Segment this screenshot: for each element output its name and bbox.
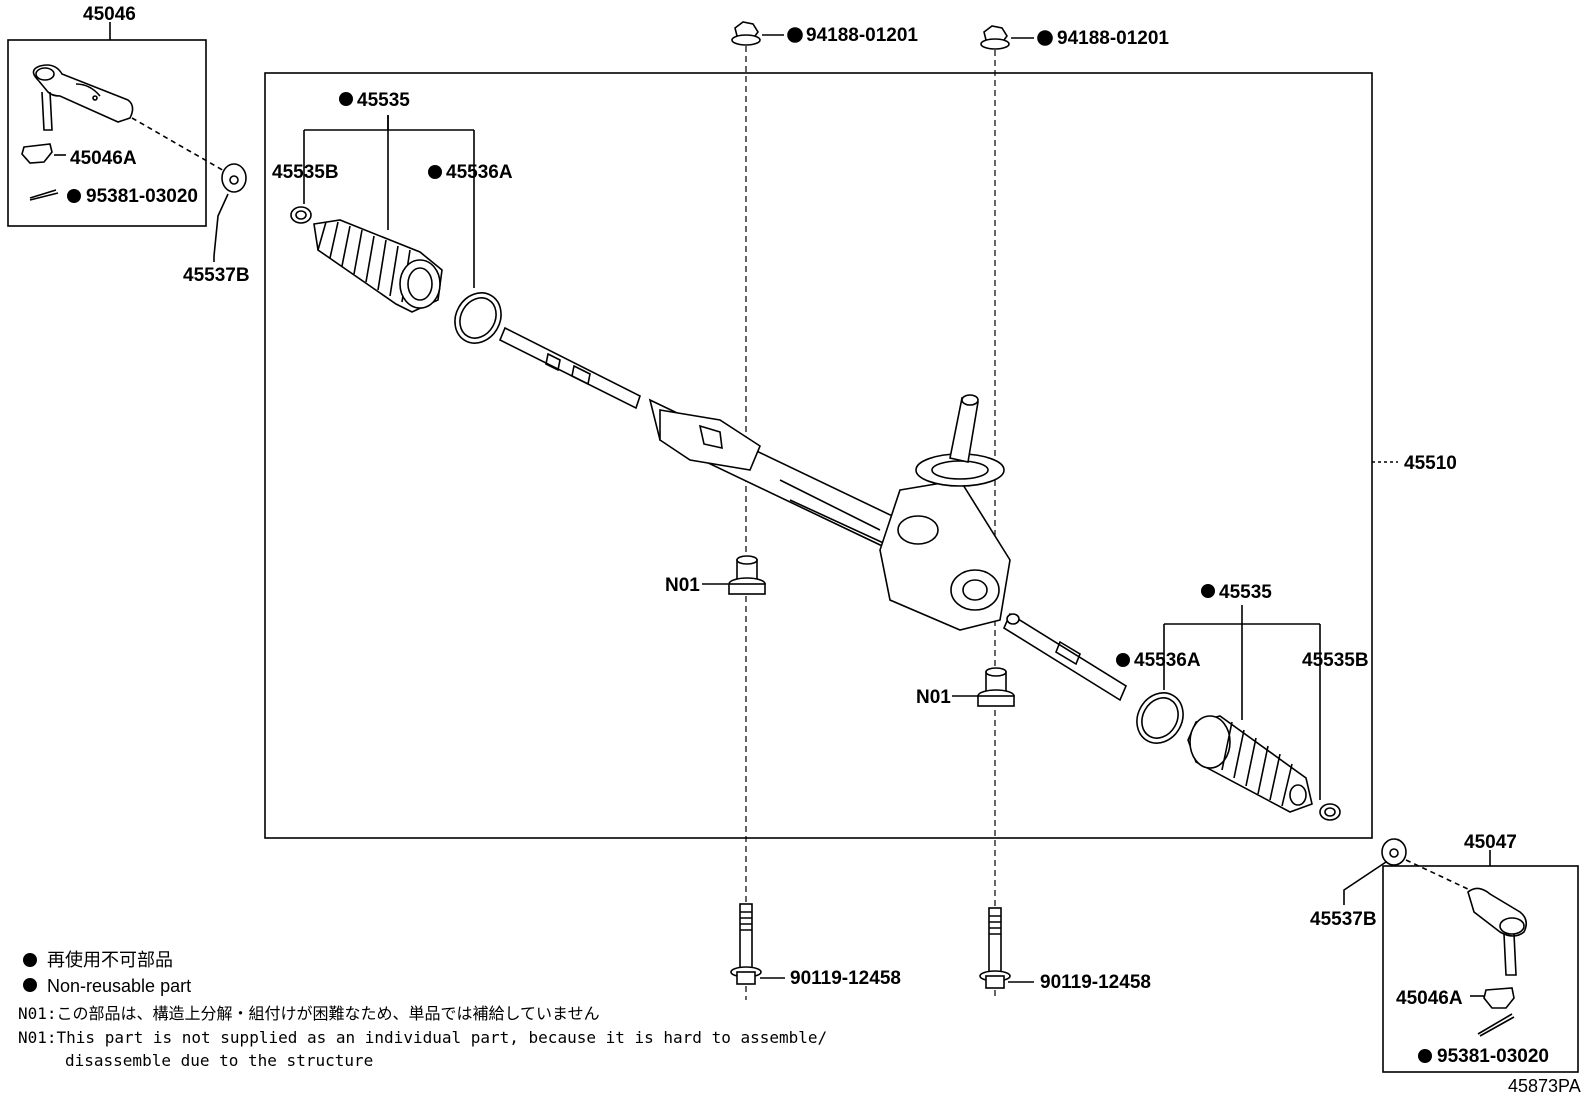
label-45046a-right: 45046A: [1396, 988, 1463, 1009]
flange-nut-a-icon[interactable]: [731, 21, 803, 46]
clamp-45535b-left-icon[interactable]: [290, 206, 312, 224]
label-45046: 45046: [83, 4, 136, 25]
cotter-pin-left-icon[interactable]: [29, 189, 59, 201]
flange-nut-b-icon[interactable]: [980, 25, 1053, 50]
label-45535b-left: 45535B: [272, 162, 339, 183]
label-95381-left: 95381-03020: [86, 186, 198, 207]
label-45535b-right: 45535B: [1302, 650, 1369, 671]
steering-rack-icon[interactable]: [498, 326, 1128, 702]
bushing-n01-left-icon[interactable]: [702, 555, 766, 595]
legend-en: Non-reusable part: [47, 976, 191, 996]
spacer-left-icon[interactable]: [213, 163, 247, 257]
bolt-b-icon[interactable]: [979, 907, 1034, 989]
note-jp: N01:この部品は、構造上分解・組付けが困難なため、単品では補給していません: [18, 1004, 600, 1023]
label-45510: 45510: [1404, 453, 1457, 474]
label-95381-right: 95381-03020: [1437, 1046, 1549, 1067]
note-en-line2: disassemble due to the structure: [65, 1051, 373, 1070]
diagram-code: 45873PA: [1508, 1076, 1581, 1096]
label-45535-left: 45535: [357, 90, 410, 111]
tie-rod-end-right-icon[interactable]: [1467, 887, 1528, 976]
bushing-n01-right-icon[interactable]: [952, 667, 1015, 707]
label-n01-left: N01: [665, 575, 700, 596]
label-45537b-right: 45537B: [1310, 909, 1377, 930]
label-n01-right: N01: [916, 687, 951, 708]
assembly-frame-45510: [264, 72, 1373, 839]
label-45047: 45047: [1464, 832, 1517, 853]
label-94188-b: 94188-01201: [1057, 28, 1169, 49]
clamp-45536a-right-icon[interactable]: [1128, 684, 1192, 751]
label-90119-a: 90119-12458: [790, 968, 901, 989]
castle-nut-left-icon[interactable]: [21, 143, 66, 164]
inset-frame-45046: [7, 39, 207, 227]
bellows-boot-left-icon[interactable]: [313, 219, 443, 313]
inset-frame-45047: [1382, 865, 1579, 1073]
clamp-45536a-left-icon[interactable]: [446, 284, 510, 351]
label-45046a-left: 45046A: [70, 148, 137, 169]
legend-jp: 再使用不可部品: [47, 950, 173, 970]
label-94188-a: 94188-01201: [806, 25, 918, 46]
cotter-pin-right-icon[interactable]: [1477, 1013, 1515, 1037]
bolt-a-icon[interactable]: [730, 903, 785, 985]
label-45535-right: 45535: [1219, 582, 1272, 603]
label-45536a-right: 45536A: [1134, 650, 1201, 671]
label-90119-b: 90119-12458: [1040, 972, 1151, 993]
bellows-boot-right-icon[interactable]: [1187, 715, 1313, 813]
label-45537b-left: 45537B: [183, 265, 250, 286]
tie-rod-end-left-icon[interactable]: [32, 64, 134, 131]
castle-nut-right-icon[interactable]: [1470, 987, 1515, 1009]
clamp-45535b-right-icon[interactable]: [1319, 803, 1341, 821]
spacer-right-icon[interactable]: [1343, 838, 1407, 905]
legend-dot-en-icon: [23, 978, 37, 992]
note-en-line1: N01:This part is not supplied as an indi…: [18, 1028, 827, 1047]
label-45536a-left: 45536A: [446, 162, 513, 183]
legend-dot-jp-icon: [23, 953, 37, 967]
